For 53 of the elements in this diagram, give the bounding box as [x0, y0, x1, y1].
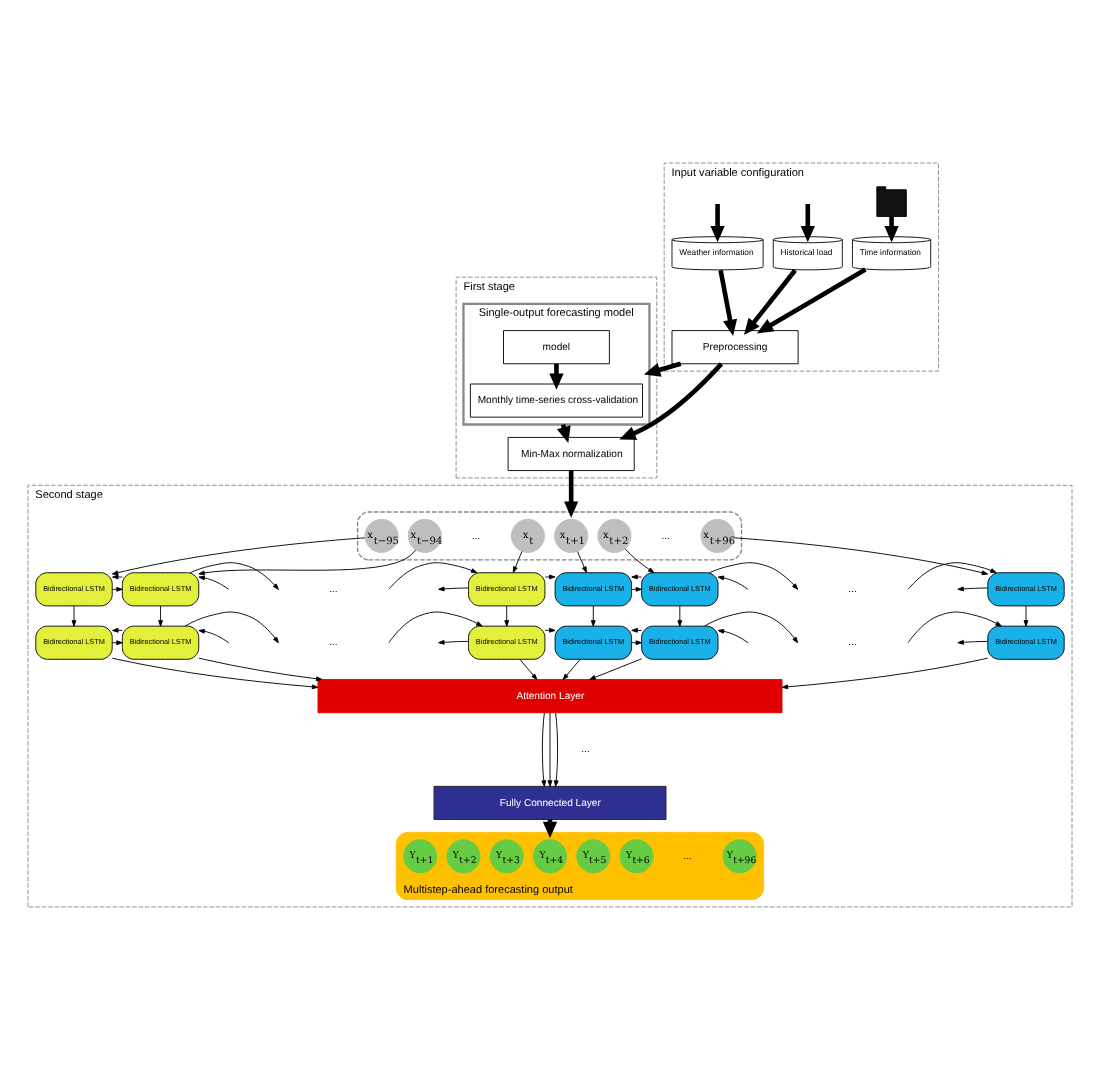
arrow	[624, 548, 655, 574]
arrow	[703, 611, 799, 644]
arrow	[884, 216, 899, 243]
arrow	[189, 562, 279, 590]
arrow	[112, 574, 123, 580]
arrow	[198, 657, 323, 682]
arrow	[577, 551, 587, 573]
arrow	[907, 611, 1002, 644]
arrow	[553, 712, 559, 787]
arrow	[198, 628, 230, 644]
arrow	[744, 268, 797, 335]
arrow	[438, 639, 469, 645]
arrow	[590, 605, 596, 627]
arrow	[631, 627, 642, 633]
arrow	[756, 267, 867, 334]
arrow	[1023, 605, 1029, 627]
arrow	[718, 269, 738, 337]
arrow	[907, 562, 997, 590]
arrow	[184, 611, 279, 644]
arrow	[631, 574, 642, 580]
arrow	[547, 712, 553, 787]
arrow	[504, 605, 510, 627]
arrow	[541, 712, 547, 787]
arrow	[158, 605, 163, 627]
arrow	[71, 605, 77, 627]
arrow	[643, 361, 682, 377]
arrow	[957, 639, 989, 645]
arrow	[512, 551, 523, 573]
cluster	[395, 831, 765, 901]
arrow	[564, 470, 579, 518]
arrow	[198, 570, 230, 590]
arrow	[544, 627, 556, 633]
arrow	[438, 586, 469, 592]
arrow	[781, 657, 989, 690]
arrow	[710, 204, 725, 243]
arrow	[111, 657, 319, 690]
arrow	[717, 575, 749, 590]
arrow	[619, 362, 724, 440]
arrow	[111, 537, 366, 576]
arrow	[388, 611, 483, 644]
arrow	[562, 658, 581, 680]
arrow	[544, 574, 556, 580]
arrow	[709, 562, 799, 590]
arrow	[589, 658, 643, 680]
arrow	[519, 658, 538, 680]
arrow	[957, 586, 989, 592]
cluster	[356, 511, 743, 561]
arrow	[717, 628, 749, 644]
arrow	[800, 204, 815, 243]
arrow	[677, 605, 683, 627]
arrow	[198, 549, 417, 581]
arrow	[733, 537, 989, 576]
arrow	[388, 562, 478, 590]
